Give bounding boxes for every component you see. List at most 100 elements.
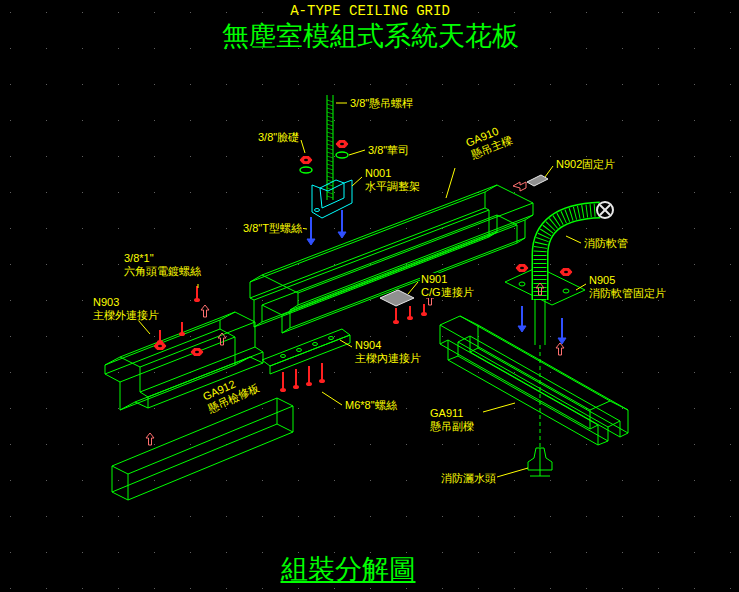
rod-thread: [327, 104, 333, 106]
grid-dot: [190, 408, 191, 409]
grid-dot: [298, 120, 299, 121]
part-label: 3/8"華司: [367, 144, 410, 157]
nut-hole: [158, 345, 162, 348]
part-label: GA911 懸吊副樑: [429, 407, 475, 432]
grid-dot: [118, 336, 119, 337]
leader-line: [352, 177, 362, 186]
grid-dot: [46, 588, 47, 589]
grid-dot: [154, 192, 155, 193]
grid-dot: [298, 444, 299, 445]
nut-hole: [195, 351, 199, 354]
grid-dot: [730, 48, 731, 49]
grid-dot: [622, 552, 623, 553]
secondary-beam: [478, 325, 628, 410]
grid-dot: [658, 552, 659, 553]
grid-dot: [226, 228, 227, 229]
grid-dot: [82, 372, 83, 373]
rod-thread: [327, 152, 333, 154]
grid-dot: [10, 48, 11, 49]
grid-dot: [658, 120, 659, 121]
grid-dot: [622, 336, 623, 337]
grid-dot: [478, 12, 479, 13]
part-label: 3/8"懸吊螺桿: [349, 97, 414, 110]
secondary-beam: [478, 348, 628, 433]
grid-dot: [82, 336, 83, 337]
grid-dot: [658, 84, 659, 85]
grid-dot: [10, 120, 11, 121]
grid-dot: [46, 156, 47, 157]
grid-dot: [154, 444, 155, 445]
rod-thread: [327, 124, 333, 126]
grid-dot: [370, 336, 371, 337]
sprinkler-head: [540, 448, 541, 476]
grid-dot: [478, 84, 479, 85]
rod-thread: [327, 156, 333, 158]
secondary-beam: [470, 336, 620, 421]
grid-dot: [478, 372, 479, 373]
grid-dot: [406, 480, 407, 481]
grid-dots: [10, 12, 731, 589]
grid-dot: [586, 336, 587, 337]
grid-dot: [586, 516, 587, 517]
grid-dot: [406, 120, 407, 121]
grid-dot: [370, 120, 371, 121]
hex-nut: [191, 349, 203, 356]
grid-dot: [550, 516, 551, 517]
grid-dot: [154, 12, 155, 13]
grid-dot: [154, 552, 155, 553]
grid-dot: [118, 84, 119, 85]
grid-dot: [82, 12, 83, 13]
grid-dot: [334, 192, 335, 193]
leader-line: [446, 168, 455, 198]
rod-thread: [327, 112, 333, 114]
grid-dot: [586, 264, 587, 265]
grid-dot: [514, 156, 515, 157]
grid-dot: [262, 12, 263, 13]
t-bolt-head: [518, 326, 526, 332]
grid-dot: [694, 156, 695, 157]
grid-dot: [478, 444, 479, 445]
outer-connector-box: [120, 337, 235, 382]
grid-dot: [262, 588, 263, 589]
assembly-arrow: [146, 433, 154, 445]
nut-hole: [520, 267, 524, 270]
grid-dot: [10, 84, 11, 85]
grid-dot: [118, 408, 119, 409]
grid-dot: [334, 84, 335, 85]
grid-dot: [82, 192, 83, 193]
grid-dot: [622, 12, 623, 13]
grid-dot: [406, 372, 407, 373]
grid-dot: [442, 84, 443, 85]
grid-dot: [370, 372, 371, 373]
grid-dot: [298, 336, 299, 337]
grid-dot: [730, 336, 731, 337]
grid-dot: [154, 480, 155, 481]
grid-dot: [730, 480, 731, 481]
grid-dot: [550, 264, 551, 265]
grid-dot: [658, 336, 659, 337]
grid-dot: [514, 336, 515, 337]
grid-dot: [586, 192, 587, 193]
rod-thread: [327, 144, 333, 146]
grid-dot: [622, 480, 623, 481]
assembly-arrow: [536, 283, 544, 295]
grid-dot: [550, 156, 551, 157]
grid-dot: [46, 228, 47, 229]
grid-dot: [334, 372, 335, 373]
grid-dot: [514, 228, 515, 229]
drawing-subtitle: A-TYPE CEILING GRID: [289, 3, 451, 19]
secondary-beam: [458, 342, 608, 427]
grid-dot: [478, 516, 479, 517]
grid-dot: [406, 552, 407, 553]
hex-nut: [300, 157, 312, 164]
grid-dot: [730, 120, 731, 121]
grid-dot: [154, 156, 155, 157]
grid-dot: [154, 228, 155, 229]
grid-dot: [298, 372, 299, 373]
grid-dot: [46, 48, 47, 49]
grid-dot: [190, 588, 191, 589]
grid-dot: [622, 156, 623, 157]
screw-shank: [395, 308, 397, 322]
grid-dot: [694, 264, 695, 265]
grid-dot: [370, 300, 371, 301]
